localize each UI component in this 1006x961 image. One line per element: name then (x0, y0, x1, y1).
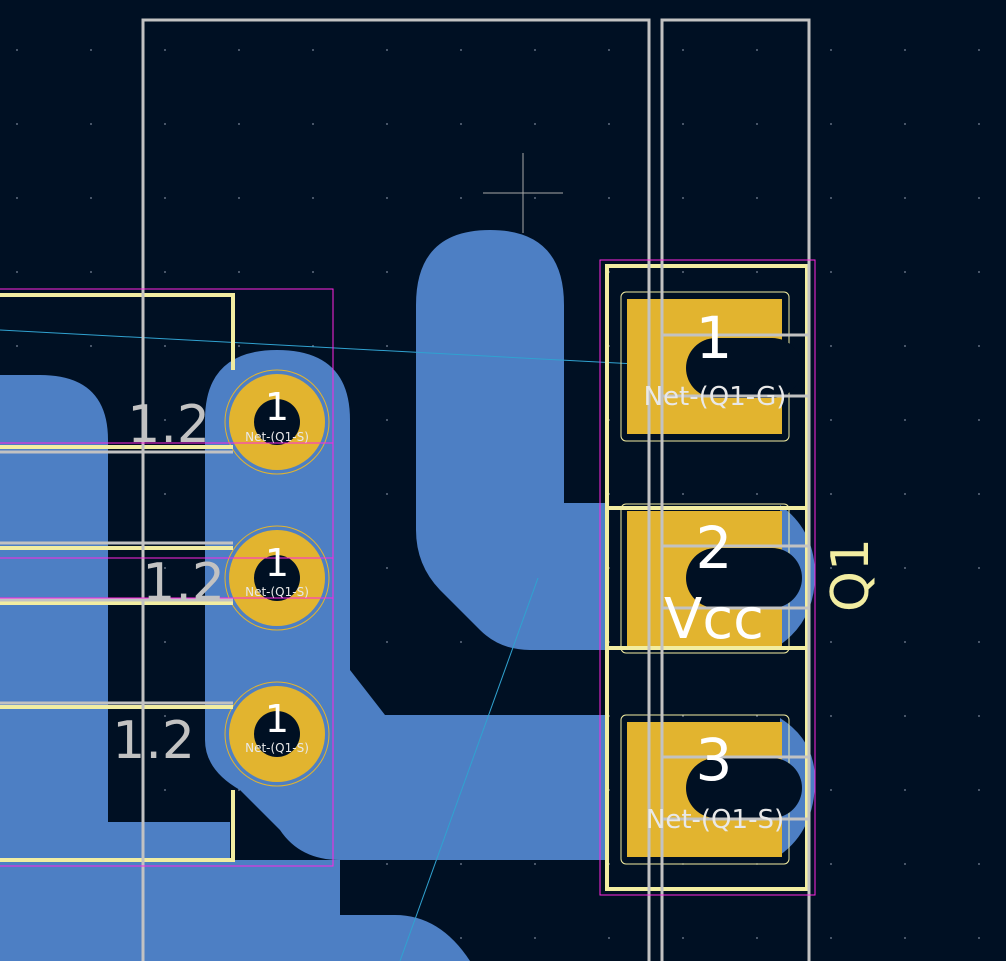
q1-pad-number-label: 1 (696, 304, 733, 372)
copper-zone-center[interactable] (416, 230, 605, 650)
silkscreen-layer (0, 264, 809, 891)
footprint-anchor-cross (483, 153, 563, 233)
courtyard-layer (0, 259, 816, 896)
q1-pads (620, 291, 802, 865)
pad-number-label: 1 (265, 697, 289, 741)
fab-outline-large (141, 18, 651, 961)
pad-net-label: Net-(Q1-S) (245, 430, 309, 444)
fab-value-text: 1.2 (112, 711, 195, 771)
fab-value-text: 1.2 (127, 395, 210, 455)
ratsnest-line (0, 329, 711, 369)
fab-values: 1.2 1.2 1.2 (112, 395, 225, 771)
reference-designator[interactable]: Q1 (821, 538, 881, 612)
connector-pads (224, 369, 330, 787)
fab-value-text: 1.2 (142, 553, 225, 613)
copper-zone-left[interactable] (0, 375, 340, 961)
ratsnest-line (399, 577, 539, 961)
q1-pad-2-slot (686, 548, 802, 608)
courtyard-connector (0, 288, 334, 867)
connector-pad-b[interactable] (224, 525, 330, 631)
connector-pad-labels: 1 Net-(Q1-S) 1 Net-(Q1-S) 1 Net-(Q1-S) (245, 385, 309, 755)
q1-pad-1-slot (686, 338, 802, 398)
q1-pad-number-label: 2 (696, 514, 733, 582)
q1-pad-net-label: Net-(Q1-G) (644, 382, 787, 412)
pad-number-label: 1 (265, 541, 289, 585)
fab-lead-1 (660, 262, 809, 337)
q1-pad-3-slot (686, 758, 802, 818)
pad-net-label: Net-(Q1-S) (245, 585, 309, 599)
fab-outline-tab (660, 18, 811, 961)
fab-layer (0, 18, 811, 961)
pad-number-label: 1 (265, 385, 289, 429)
copper-zone-bottom[interactable] (200, 915, 470, 961)
silk-connector-bottom (0, 790, 235, 862)
fab-lead-3 (660, 648, 809, 759)
q1-pad-net-label: Net-(Q1-S) (646, 805, 784, 835)
fab-lead-2 (660, 508, 809, 548)
connector-pad-c[interactable] (224, 681, 330, 787)
silk-connector-top (0, 293, 235, 370)
connector-pad-a[interactable] (224, 369, 330, 475)
pad-net-label: Net-(Q1-S) (245, 741, 309, 755)
q1-pad-labels: 1 Net-(Q1-G) 2 3 Net-(Q1-S) (644, 304, 787, 835)
courtyard-q1 (599, 259, 816, 896)
footprint-value-text[interactable]: Vcc (664, 587, 764, 652)
q1-pad-number-label: 3 (696, 726, 733, 794)
silk-q1-body (605, 264, 809, 891)
ratsnest-lines (0, 329, 711, 961)
